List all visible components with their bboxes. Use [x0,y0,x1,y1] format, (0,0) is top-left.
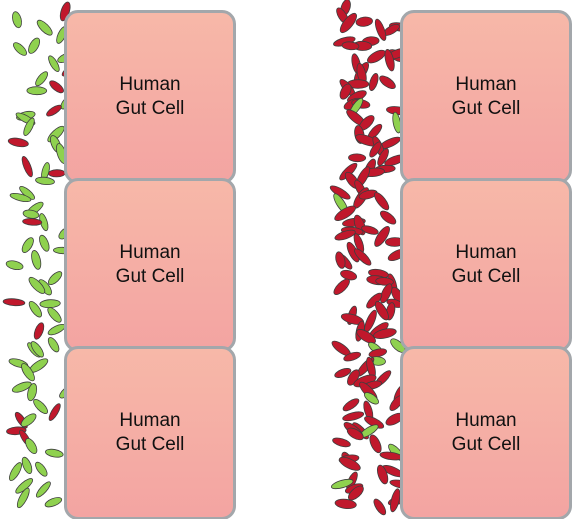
gut-cell: Human Gut Cell [64,346,236,519]
gut-cell-label: Human Gut Cell [452,73,521,121]
red-bacterium [367,433,383,454]
red-bacterium [332,277,352,297]
red-bacterium [8,137,29,148]
green-bacterium [40,299,61,308]
green-bacterium [7,461,24,482]
green-bacterium [44,496,63,509]
gut-cell: Human Gut Cell [400,178,572,352]
red-bacterium [378,209,398,227]
gut-cell-label: Human Gut Cell [452,409,521,457]
gut-cell-label: Human Gut Cell [116,241,185,289]
red-bacterium [20,155,35,178]
green-bacterium [35,176,55,185]
red-bacterium [3,298,25,306]
green-bacterium [35,18,55,37]
red-bacterium [341,396,360,413]
gut-cell-label: Human Gut Cell [116,409,185,457]
red-bacterium [334,251,347,270]
green-bacterium [20,456,34,475]
green-bacterium [33,70,49,88]
green-bacterium [26,36,42,55]
green-bacterium [45,448,64,459]
red-bacterium [45,103,63,118]
red-bacterium [332,436,352,448]
red-bacterium [22,218,42,226]
red-bacterium [32,321,46,340]
green-bacterium [46,305,64,324]
green-bacterium [30,249,43,270]
green-bacterium [27,87,47,95]
green-bacterium [46,269,64,286]
gut-cell: Human Gut Cell [64,10,236,184]
gut-cell-label: Human Gut Cell [116,73,185,121]
gut-cell: Human Gut Cell [64,178,236,352]
red-bacterium [342,410,365,422]
red-bacterium [378,74,398,92]
red-bacterium [48,169,65,177]
red-bacterium [372,497,388,516]
green-bacterium [34,480,52,499]
gut-cell: Human Gut Cell [400,10,572,184]
red-bacterium [348,154,365,162]
green-bacterium [11,41,28,58]
red-bacterium [368,72,380,91]
green-bacterium [11,11,23,29]
green-bacterium [5,259,24,271]
gut-cell: Human Gut Cell [400,346,572,519]
red-bacterium [48,79,66,95]
red-bacterium [365,48,387,66]
gut-cell-label: Human Gut Cell [452,241,521,289]
green-bacterium [37,234,51,253]
red-bacterium [372,190,391,211]
green-bacterium [46,336,61,354]
green-bacterium [31,397,49,415]
red-bacterium [47,402,62,422]
green-bacterium [33,460,49,478]
red-bacterium [355,16,373,27]
